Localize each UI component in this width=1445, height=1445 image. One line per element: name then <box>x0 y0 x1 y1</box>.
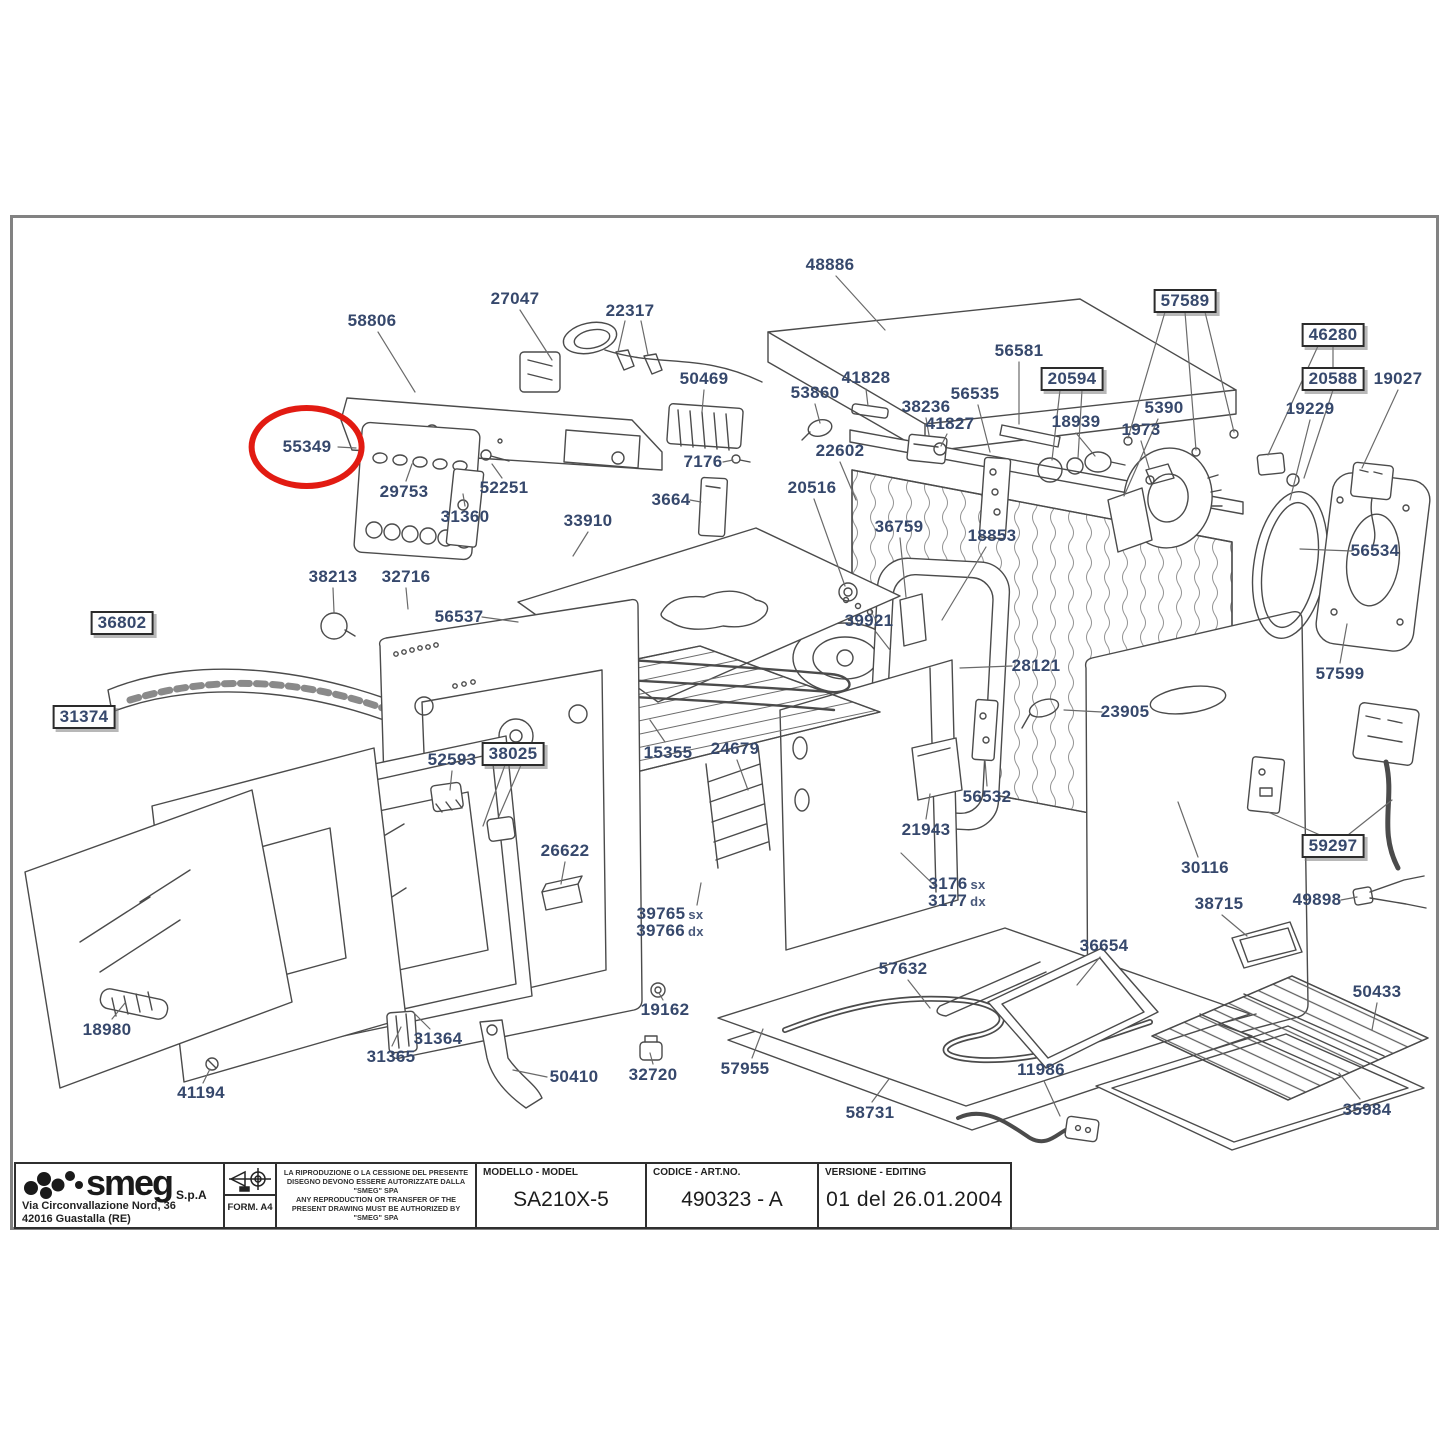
code-label: CODICE - ART.NO. <box>653 1167 741 1178</box>
model-cell: MODELLO - MODEL SA210X-5 <box>475 1164 645 1227</box>
thermostat-sketch <box>519 321 763 393</box>
version-label: VERSIONE - EDITING <box>825 1167 927 1178</box>
outer-glass-sketch <box>24 789 293 1089</box>
form-label: FORM. A4 <box>225 1194 275 1213</box>
mid-small-parts-sketch <box>838 582 1060 801</box>
side-rack-sketch <box>705 745 771 869</box>
projection-symbol-icon <box>229 1168 271 1192</box>
version-value: 01 del 26.01.2004 <box>826 1188 1003 1211</box>
knob-sketch <box>320 612 356 640</box>
power-cable-sketch <box>956 1111 1100 1144</box>
element-frame-sketch <box>936 947 1159 1069</box>
rear-electrics-sketch <box>1246 702 1420 871</box>
leader-lines <box>111 275 1399 1117</box>
motor-assembly-sketch <box>1037 429 1239 553</box>
terminal-block-sketch <box>666 403 744 451</box>
rear-door-group-sketch <box>1251 452 1431 652</box>
code-cell: CODICE - ART.NO. 490323 - A <box>645 1164 817 1227</box>
brand-address-2: 42016 Guastalla (RE) <box>22 1213 131 1225</box>
side-panel-sketch <box>779 659 959 951</box>
model-value: SA210X-5 <box>513 1188 609 1211</box>
panel-small-parts-sketch <box>445 449 751 548</box>
smeg-logo-icon <box>24 1171 83 1199</box>
bottom-left-hardware-sketch <box>99 875 666 1109</box>
brand-suffix: S.p.A <box>176 1188 207 1202</box>
small-dish-sketch <box>1231 921 1303 969</box>
brand-address-1: Via Circonvallazione Nord, 36 <box>22 1200 176 1212</box>
brand-name: smeg <box>86 1162 174 1203</box>
hardware-row-sketch <box>801 403 1012 540</box>
version-cell: VERSIONE - EDITING 01 del 26.01.2004 <box>817 1164 1010 1227</box>
code-value: 490323 - A <box>681 1188 783 1211</box>
legal-text: LA RIPRODUZIONE O LA CESSIONE DEL PRESEN… <box>283 1168 469 1222</box>
clamp-sketch <box>1352 875 1427 909</box>
model-label: MODELLO - MODEL <box>483 1167 578 1178</box>
wire-rack-sketch <box>1151 975 1429 1101</box>
legal-cell: LA RIPRODUZIONE O LA CESSIONE DEL PRESEN… <box>275 1164 475 1227</box>
projection-cell: FORM. A4 <box>223 1164 275 1227</box>
